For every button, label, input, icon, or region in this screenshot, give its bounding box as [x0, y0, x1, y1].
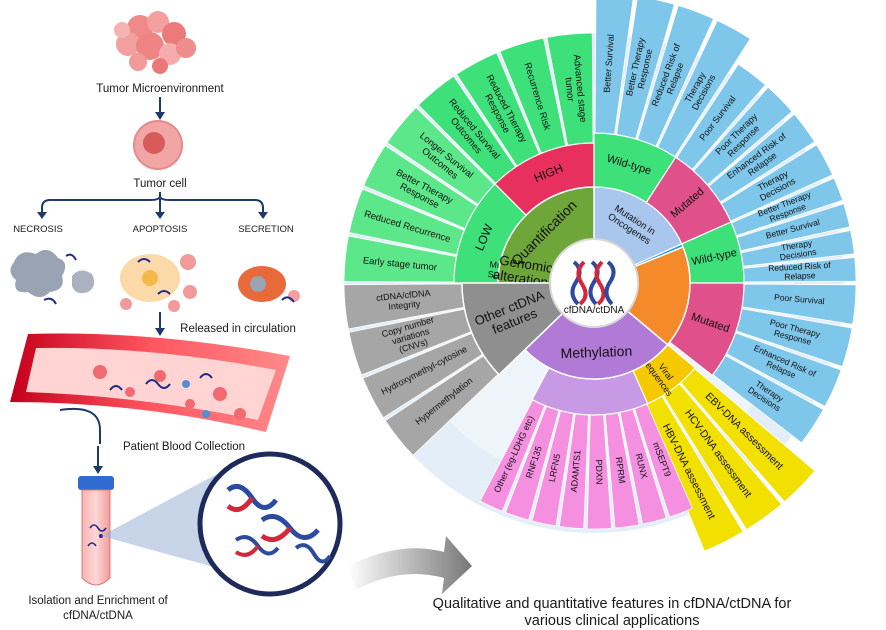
wt-mid-leaf-label: Reduced Risk ofRelapse — [768, 260, 832, 283]
methylation-segment-label: Methylation — [560, 342, 632, 360]
wt-top-leaf-label: Better Survival — [602, 34, 616, 93]
secretion-label: SECRETION — [238, 224, 294, 235]
center-label: cfDNA/ctDNA — [564, 305, 625, 316]
arrow-head-1 — [155, 112, 165, 120]
mut-mid-leaf-label-line: Poor Survival — [774, 292, 825, 306]
branch-necrosis — [41, 192, 161, 214]
mut-mid-leaf-label: Poor Survival — [774, 292, 825, 306]
methylation-leaf-label-line: RPRM — [613, 456, 626, 484]
apoptosis-label: APOPTOSIS — [133, 224, 188, 235]
arrow-head-3 — [93, 466, 103, 474]
methylation-leaf-label-line: PDXN — [593, 459, 604, 484]
arrow-head-secretion — [258, 212, 268, 219]
transition-arrow — [348, 536, 472, 594]
methylation-leaf-label-line: ADAMTS1 — [569, 450, 583, 493]
branch-secretion — [159, 195, 264, 214]
methylation-leaf-label: ADAMTS1 — [569, 450, 583, 493]
tumor-microenvironment-illustration — [114, 11, 196, 74]
tumor-cell-label: Tumor cell — [133, 178, 186, 190]
arrow-head-2 — [155, 328, 165, 336]
released-label: Released in circulation — [180, 323, 296, 335]
blood-vessel-illustration — [10, 333, 290, 432]
wt-mid-leaf-label-line: Therapy — [780, 238, 813, 253]
isolation-label-line2: cfDNA/ctDNA — [63, 610, 133, 622]
center-hub: cfDNA/ctDNA — [549, 238, 639, 328]
dna-magnifier-illustration — [197, 451, 343, 597]
methylation-segment-label-line: Methylation — [560, 342, 632, 360]
caption-line2: various clinical applications — [525, 613, 700, 629]
necrosis-label: NECROSIS — [13, 224, 63, 235]
arrow-to-collection — [59, 408, 101, 444]
wt-mid-leaf-label: TherapyDecisions — [778, 238, 817, 263]
necrosis-cell-illustration — [10, 249, 95, 305]
wt-mid-leaf-label-line: Relapse — [784, 270, 816, 282]
wt-mid-leaf-label-line: Reduced Risk of — [768, 260, 831, 273]
apoptosis-cell-illustration — [120, 254, 197, 312]
other-leaf-label-line: Integrity — [388, 299, 421, 312]
methylation-leaf-label: PDXN — [593, 459, 604, 484]
methylation-leaf-label: RPRM — [613, 456, 626, 484]
blood-collection-label: Patient Blood Collection — [123, 441, 245, 453]
secretion-cell-illustration — [238, 266, 300, 303]
other-leaf-label: ctDNA/cfDNAIntegrity — [376, 288, 432, 313]
wt-top-leaf-label-line: Better Survival — [602, 34, 616, 93]
arrow-head-necrosis — [37, 212, 47, 219]
sample-tube-illustration — [78, 476, 114, 586]
isolation-label-line1: Isolation and Enrichment of — [28, 595, 168, 607]
high-leaf-label-line: tumor — [563, 77, 576, 102]
tumor-microenvironment-label: Tumor Microenvironment — [96, 83, 224, 95]
caption-line1: Qualitative and quantitative features in… — [433, 596, 792, 612]
tumor-cell-illustration — [133, 120, 183, 170]
magnifier-cone — [101, 466, 232, 572]
arrow-head-apoptosis — [155, 212, 165, 219]
